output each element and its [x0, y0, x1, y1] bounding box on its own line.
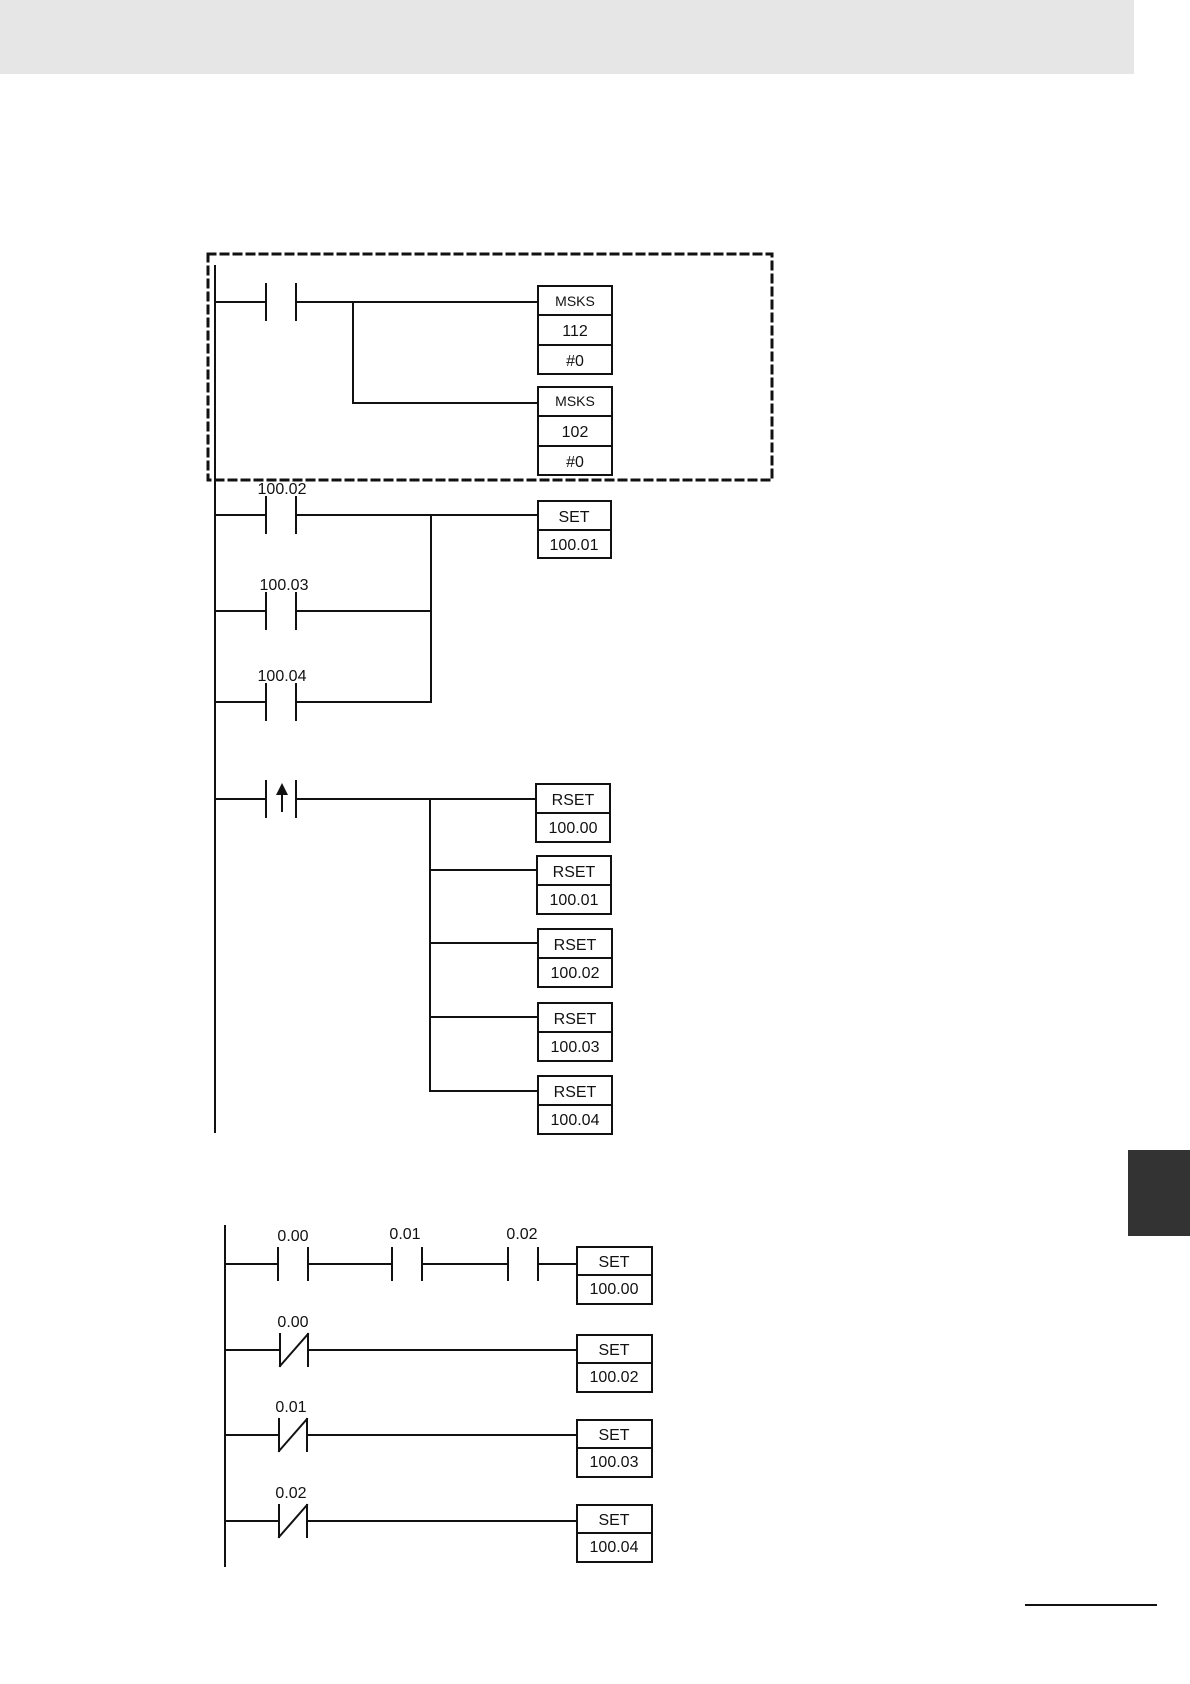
msks-1-operand-1: 112: [562, 323, 588, 340]
d2-set-3-operand: 100.03: [590, 1454, 639, 1471]
msks-2-instruction: MSKS: [555, 393, 595, 409]
d2-contact-label-2: 0.01: [389, 1226, 420, 1243]
rset-3-instruction: RSET: [554, 937, 597, 954]
d2-rung3-nc-contact: [279, 1419, 307, 1451]
d2-set-3-instruction: SET: [598, 1427, 629, 1444]
d2-contact-label-3: 0.02: [506, 1226, 537, 1243]
d1-rung1-contact: [266, 284, 296, 320]
up-arrow-icon: [276, 783, 288, 811]
rset-1-instruction: RSET: [552, 792, 595, 809]
d2-rung4-nc-contact: [279, 1505, 307, 1537]
rset-3-operand: 100.02: [551, 965, 600, 982]
d2-set-1-operand: 100.00: [590, 1281, 639, 1298]
d1-rung2-contacts: [266, 497, 296, 720]
d2-contact-label-1: 0.00: [277, 1228, 308, 1245]
msks-1-operand-2: #0: [566, 353, 584, 370]
d2-set-4-instruction: SET: [598, 1512, 629, 1529]
rset-5-instruction: RSET: [554, 1084, 597, 1101]
msks-2-operand-2: #0: [566, 454, 584, 471]
d2-nc-label-3: 0.02: [275, 1485, 306, 1502]
d1-contact-label-1: 100.02: [258, 481, 307, 498]
d1-set-instruction: SET: [558, 509, 589, 526]
rset-2-operand: 100.01: [550, 892, 599, 909]
msks-1-instruction: MSKS: [555, 293, 595, 309]
rset-4-instruction: RSET: [554, 1011, 597, 1028]
d2-set-2-operand: 100.02: [590, 1369, 639, 1386]
rset-4-operand: 100.03: [551, 1039, 600, 1056]
msks-2-operand-1: 102: [562, 424, 589, 441]
d1-contact-label-3: 100.04: [258, 668, 307, 685]
d2-nc-label-1: 0.00: [277, 1314, 308, 1331]
rset-2-instruction: RSET: [553, 864, 596, 881]
highlight-dashed-frame: [208, 254, 772, 480]
d2-set-2-instruction: SET: [598, 1342, 629, 1359]
d2-set-4-operand: 100.04: [590, 1539, 639, 1556]
d2-rung2-nc-contact: [280, 1334, 308, 1366]
rset-5-operand: 100.04: [551, 1112, 600, 1129]
d2-set-1-instruction: SET: [598, 1254, 629, 1271]
d1-set-operand: 100.01: [550, 537, 599, 554]
d2-nc-label-2: 0.01: [275, 1399, 306, 1416]
d1-contact-label-2: 100.03: [260, 577, 309, 594]
rset-1-operand: 100.00: [549, 820, 598, 837]
